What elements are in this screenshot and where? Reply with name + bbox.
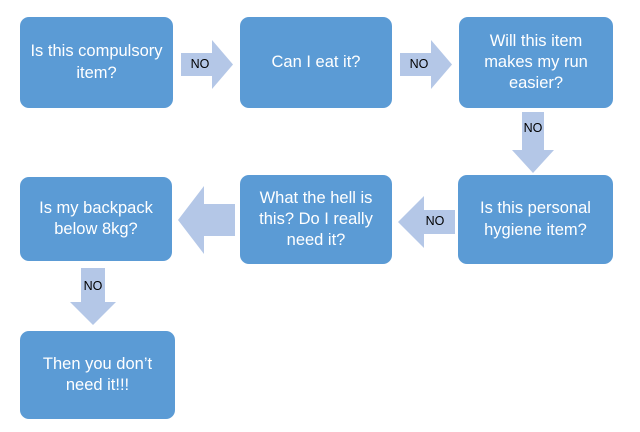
arrow-label-no-3: NO	[523, 121, 543, 135]
arrow-label-no-5: NO	[83, 279, 103, 293]
node-can-i-eat-it[interactable]: Can I eat it?	[240, 17, 392, 108]
arrow-right-no-2	[400, 40, 452, 89]
node-really-need-it[interactable]: What the hell is this? Do I really need …	[240, 175, 392, 264]
arrow-label-no-2: NO	[409, 57, 429, 71]
arrow-label-no-4: NO	[425, 214, 445, 228]
arrow-down-no-1	[512, 112, 554, 173]
arrow-right-no-1	[181, 40, 233, 89]
arrow-down-no-2	[70, 268, 116, 325]
arrow-label-no-1: NO	[190, 57, 210, 71]
node-makes-run-easier[interactable]: Will this item makes my run easier?	[459, 17, 613, 108]
node-dont-need-it[interactable]: Then you don’t need it!!!	[20, 331, 175, 419]
node-personal-hygiene-item[interactable]: Is this personal hygiene item?	[458, 175, 613, 264]
node-compulsory-item[interactable]: Is this compulsory item?	[20, 17, 173, 108]
arrow-left-no-3	[398, 196, 455, 248]
node-backpack-below-8kg[interactable]: Is my backpack below 8kg?	[20, 177, 172, 261]
arrow-left-unlabeled	[178, 186, 235, 254]
